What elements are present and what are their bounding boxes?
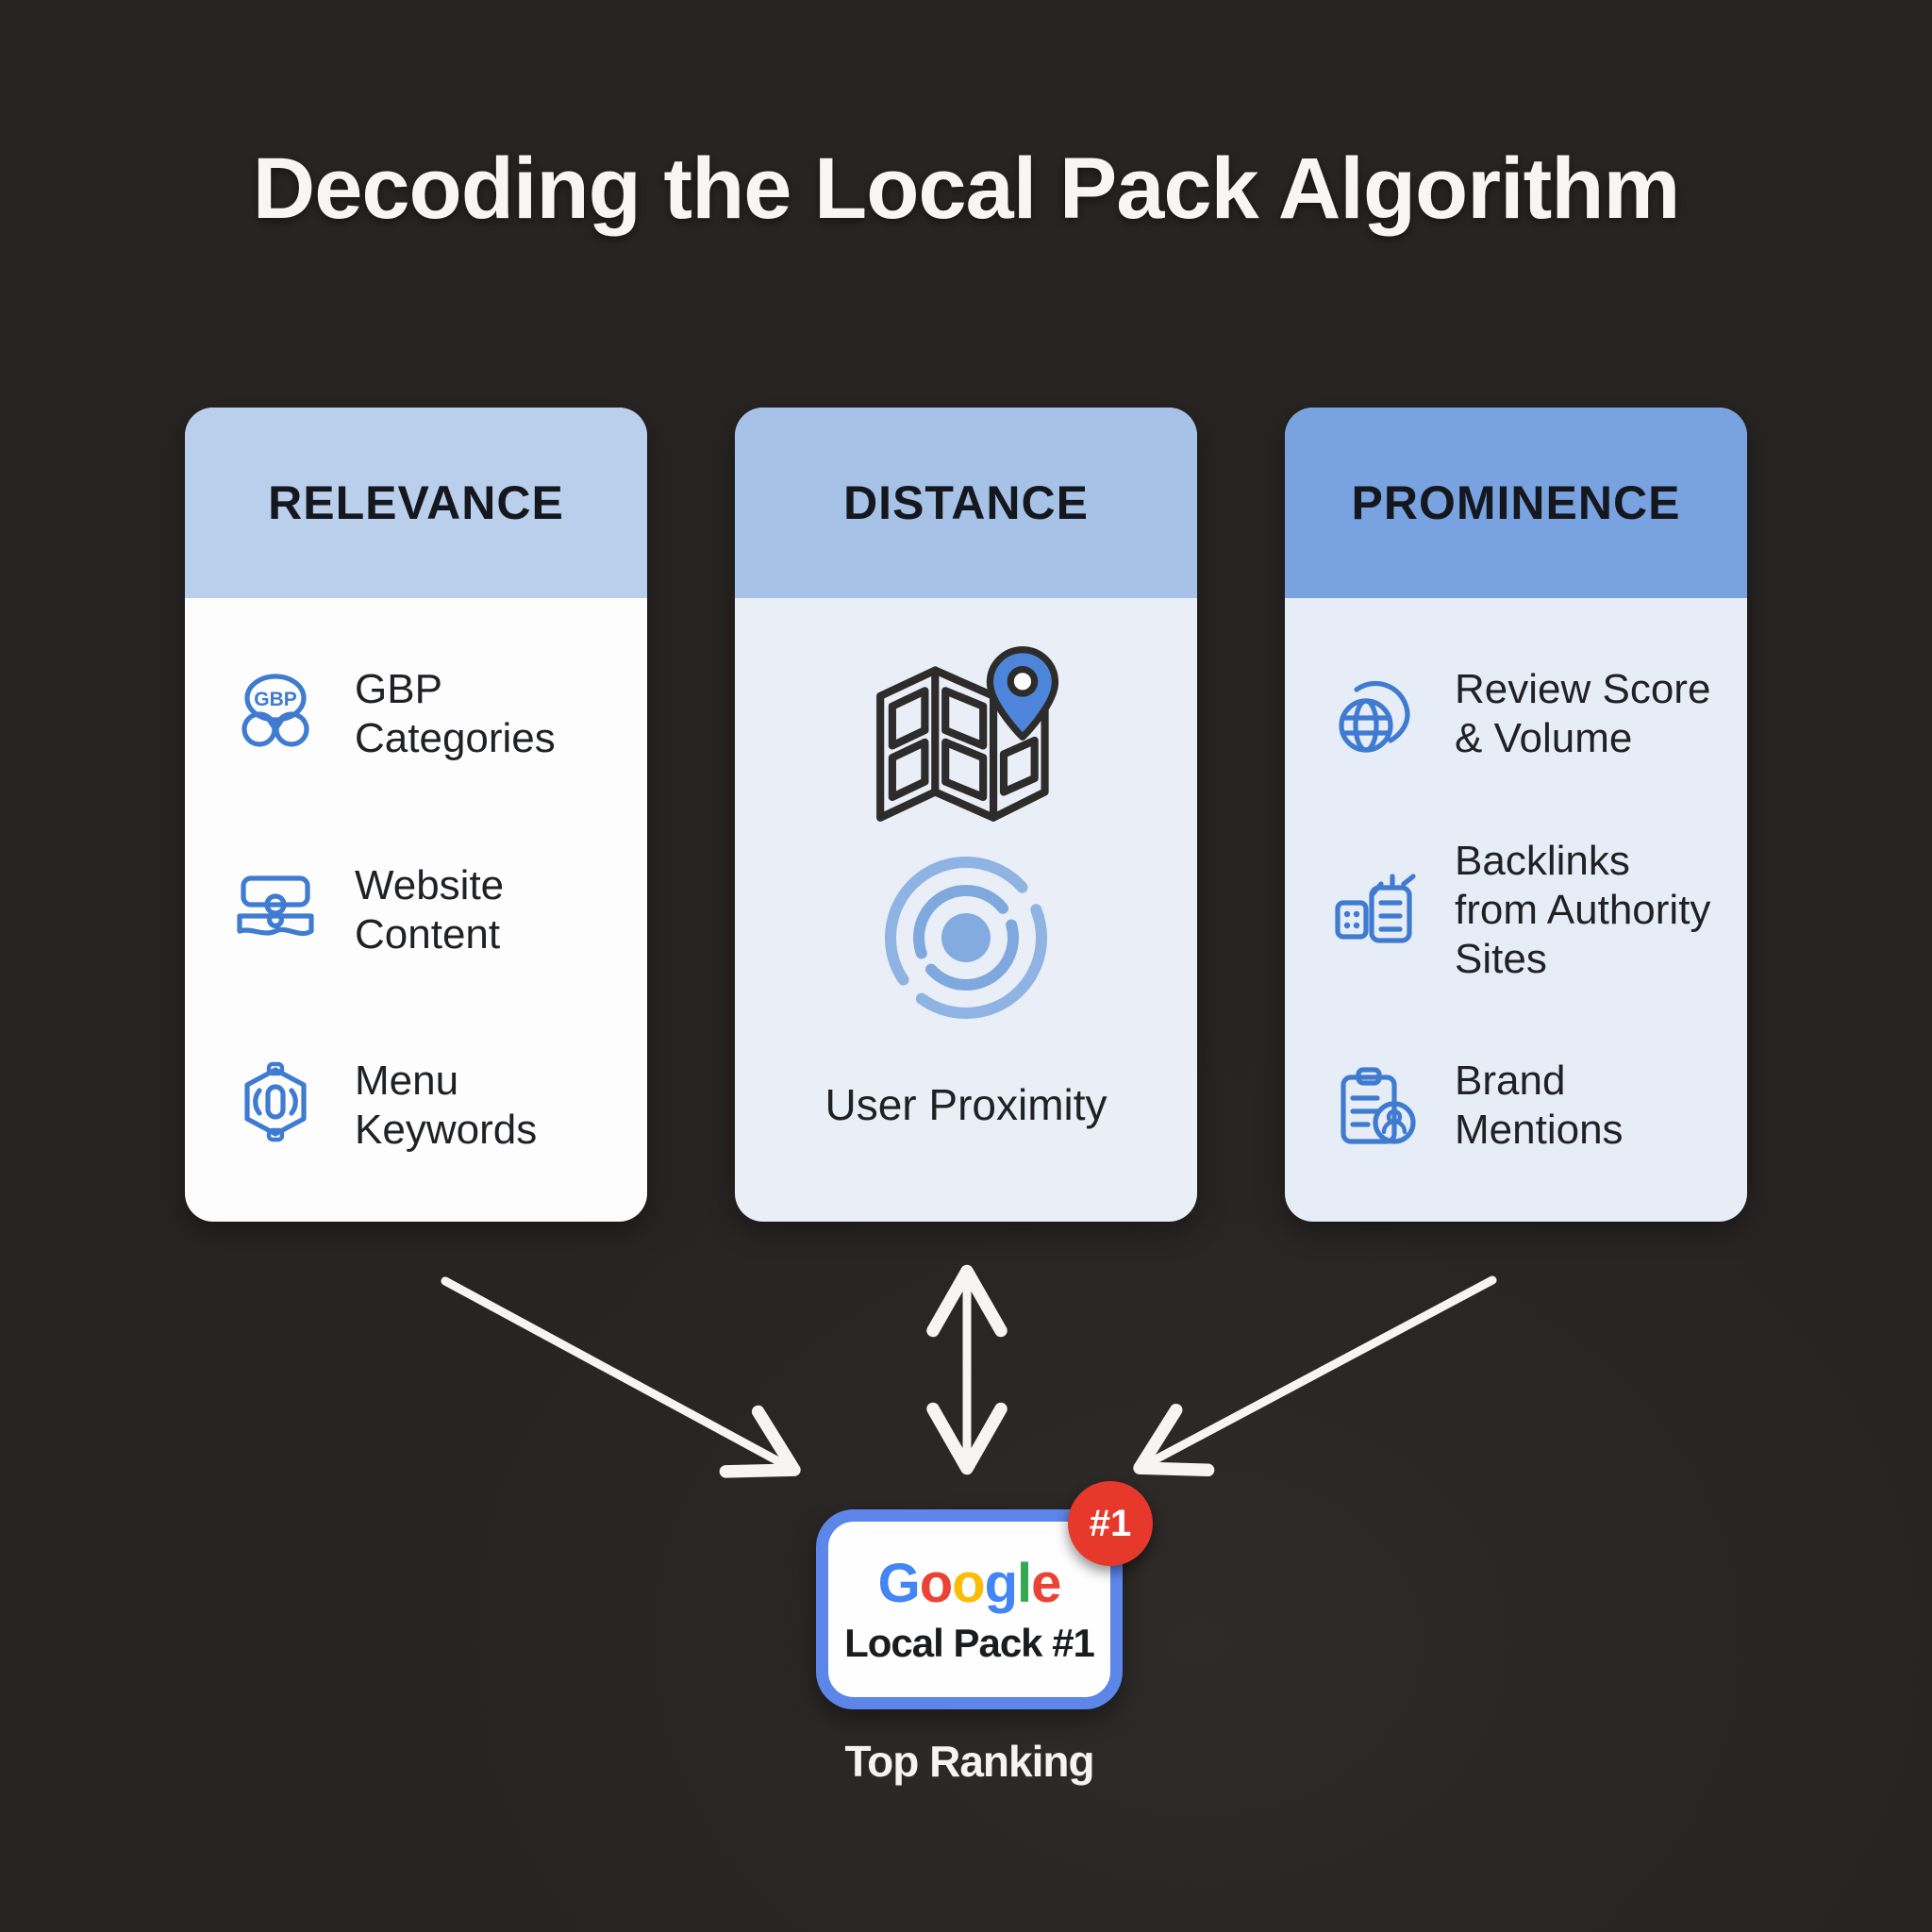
distance-card: DISTANCE (735, 408, 1197, 1222)
list-item: Website Content (230, 849, 623, 972)
google-logo-letter: o (952, 1553, 985, 1614)
folded-map-pin-icon (863, 643, 1069, 838)
arrow-relevance-to-result (441, 1276, 801, 1478)
list-item-label: Brand Mentions (1455, 1058, 1624, 1153)
list-item-label: Backlinks from Authority Sites (1455, 838, 1711, 982)
list-item-label: Website Content (355, 862, 505, 958)
brand-mentions-icon (1330, 1060, 1421, 1151)
gbp-bubble-icon: GBP (230, 669, 321, 759)
list-item: GBP GBP Categories (230, 653, 623, 775)
google-logo-letter: e (1031, 1553, 1061, 1614)
menu-keywords-icon (230, 1060, 321, 1151)
list-item: Menu Keywords (230, 1044, 623, 1167)
proximity-radar-icon (872, 843, 1060, 1032)
google-logo-letter: l (1017, 1553, 1032, 1614)
list-item: Review Score & Volume (1330, 653, 1723, 775)
google-local-pack-box: Google Local Pack #1 (816, 1509, 1123, 1709)
arrow-prominence-to-result (1133, 1275, 1497, 1477)
prominence-card-header: PROMINENCE (1285, 408, 1747, 598)
list-item: Backlinks from Authority Sites (1330, 838, 1723, 982)
local-pack-label: Local Pack #1 (844, 1621, 1095, 1665)
google-logo-letter: g (984, 1553, 1018, 1614)
google-logo-letter: G (877, 1553, 921, 1614)
backlinks-icon (1330, 865, 1421, 956)
list-item-label: Menu Keywords (355, 1058, 538, 1153)
distance-card-header: DISTANCE (735, 408, 1197, 598)
page-title: Decoding the Local Pack Algorithm (252, 141, 1681, 237)
relevance-card: RELEVANCE GBP GBP Categories (185, 408, 647, 1222)
list-item-label: Review Score & Volume (1455, 666, 1711, 761)
google-logo-letter: o (919, 1553, 953, 1614)
globe-reviews-icon (1330, 669, 1421, 759)
list-item-label: GBP Categories (355, 666, 556, 761)
distance-caption: User Proximity (824, 1080, 1108, 1129)
website-content-icon (230, 865, 321, 956)
prominence-card: PROMINENCE Review Score & Volume (1285, 408, 1747, 1222)
rank-one-badge: #1 (1068, 1481, 1153, 1566)
top-ranking-caption: Top Ranking (844, 1737, 1094, 1786)
list-item: Brand Mentions (1330, 1044, 1723, 1167)
gbp-icon-text: GBP (254, 689, 297, 710)
relevance-card-header: RELEVANCE (185, 408, 647, 598)
google-logo: Google (878, 1557, 1062, 1611)
